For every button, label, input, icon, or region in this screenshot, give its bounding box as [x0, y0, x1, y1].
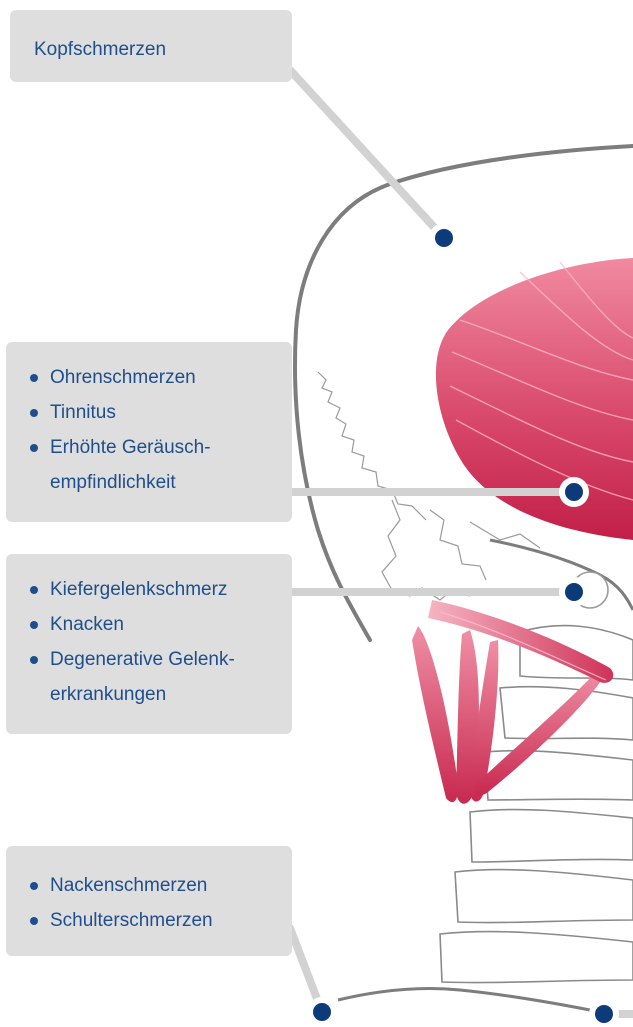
bullet-dot [30, 882, 38, 890]
jaw-item-continued: erkrankungen [30, 677, 292, 712]
bullet-dot [30, 917, 38, 925]
jaw-item: Kiefergelenkschmerz [30, 572, 292, 607]
bullet-dot [30, 586, 38, 594]
label-box-neck: Nackenschmerzen Schulterschmerzen [6, 846, 292, 956]
temporal-muscle [436, 258, 633, 540]
bullet-dot [30, 444, 38, 452]
clavicle-outline [338, 988, 633, 1016]
jaw-item: Knacken [30, 607, 292, 642]
ear-item-continued: empfindlichkeit [30, 465, 292, 500]
bullet-dot [30, 621, 38, 629]
label-box-jaw: Kiefergelenkschmerz Knacken Degenerative… [6, 554, 292, 734]
label-box-ear: Ohrenschmerzen Tinnitus Erhöhte Geräusch… [6, 342, 292, 522]
bullet-dot [30, 374, 38, 382]
cranial-suture [318, 372, 426, 520]
bullet-dot [30, 409, 38, 417]
ear-item: Ohrenschmerzen [30, 360, 292, 395]
neck-item: Nackenschmerzen [30, 868, 292, 903]
label-head-title: Kopfschmerzen [34, 38, 292, 62]
neck-item: Schulterschmerzen [30, 903, 292, 938]
ear-item: Erhöhte Geräusch- [30, 430, 292, 465]
ear-item: Tinnitus [30, 395, 292, 430]
skull-inner-lines [382, 500, 540, 600]
bullet-dot [30, 656, 38, 664]
jaw-item: Degenerative Gelenk- [30, 642, 292, 677]
label-box-head: Kopfschmerzen [10, 10, 292, 82]
